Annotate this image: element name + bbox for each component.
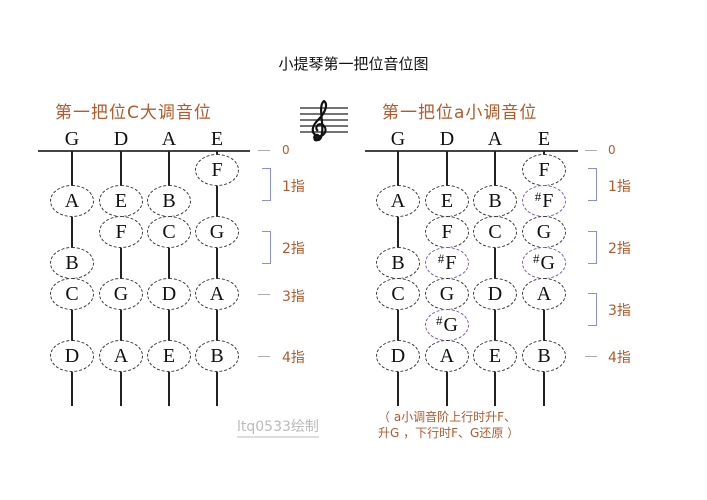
note-a-b: B xyxy=(473,185,517,217)
note-e-open-f: F xyxy=(522,154,566,186)
note-e-b: B xyxy=(195,340,239,372)
note-a-c: C xyxy=(147,216,191,248)
note-g-c: C xyxy=(50,278,94,310)
note-e-open-f: F xyxy=(195,154,239,186)
string-label-e: E xyxy=(537,128,551,150)
note-d-f: F xyxy=(99,216,143,248)
sharp-icon: # xyxy=(436,313,443,328)
note-e-b: B xyxy=(522,340,566,372)
note-a-b: B xyxy=(147,185,191,217)
tick-4 xyxy=(258,356,270,357)
note-d-f-sharp: #F xyxy=(425,247,469,279)
label-finger-2: 2指 xyxy=(282,241,305,257)
label-finger-1: 1指 xyxy=(282,179,305,195)
tick-0 xyxy=(258,150,270,151)
note-e-a: A xyxy=(195,278,239,310)
left-subtitle: 第一把位C大调音位 xyxy=(55,103,212,123)
note-e-g: G xyxy=(195,216,239,248)
right-subtitle: 第一把位a小调音位 xyxy=(382,103,538,123)
label-finger-3: 3指 xyxy=(608,303,631,319)
sharp-icon: # xyxy=(533,251,540,266)
bracket-2 xyxy=(588,231,597,264)
note-letter: G xyxy=(443,313,458,336)
string-label-e: E xyxy=(210,128,224,150)
note-letter: F xyxy=(445,251,457,274)
note-d-g: G xyxy=(99,278,143,310)
page-title: 小提琴第一把位音位图 xyxy=(278,55,429,73)
label-finger-4: 4指 xyxy=(608,350,631,366)
note-e-f-sharp: #F xyxy=(522,185,566,217)
label-finger-3: 3指 xyxy=(282,289,305,305)
note-d-a: A xyxy=(425,340,469,372)
label-finger-4: 4指 xyxy=(282,350,305,366)
sharp-icon: # xyxy=(437,251,445,266)
note-d-e: E xyxy=(425,185,469,217)
note-d-a: A xyxy=(99,340,143,372)
nut-line xyxy=(365,150,578,152)
note-d-e: E xyxy=(99,185,143,217)
string-label-g: G xyxy=(390,128,406,150)
note-e-g-sharp: #G xyxy=(522,247,566,279)
note-letter: G xyxy=(540,251,555,274)
label-finger-2: 2指 xyxy=(608,241,631,257)
label-finger-1: 1指 xyxy=(608,179,631,195)
note-e-a: A xyxy=(522,278,566,310)
string-label-d: D xyxy=(113,128,129,150)
note-g-d: D xyxy=(50,340,94,372)
note-d-g-sharp: #G xyxy=(425,309,469,341)
bracket-1 xyxy=(262,168,271,201)
note-d-f: F xyxy=(425,216,469,248)
caption-line-1: （ a小调音阶上行时升F、 xyxy=(378,410,517,424)
note-a-d: D xyxy=(147,278,191,310)
note-a-e: E xyxy=(473,340,517,372)
label-open: 0 xyxy=(282,143,290,157)
note-g-b: B xyxy=(50,247,94,279)
string-label-g: G xyxy=(64,128,80,150)
note-g-c: C xyxy=(376,278,420,310)
note-g-b: B xyxy=(376,247,420,279)
note-g-a: A xyxy=(376,185,420,217)
tick-3 xyxy=(258,294,270,295)
note-d-g: G xyxy=(425,278,469,310)
label-open: 0 xyxy=(608,143,616,157)
nut-line xyxy=(38,150,250,152)
caption-line-2: 升G ，下行时F、G还原 ） xyxy=(378,426,520,440)
note-g-d: D xyxy=(376,340,420,372)
bracket-3 xyxy=(588,293,597,326)
watermark: ltq0533绘制 xyxy=(237,416,319,438)
note-a-c: C xyxy=(473,216,517,248)
sharp-icon: # xyxy=(534,189,542,204)
note-a-e: E xyxy=(147,340,191,372)
string-label-a: A xyxy=(487,128,503,150)
string-label-d: D xyxy=(439,128,455,150)
tick-0 xyxy=(585,150,597,151)
treble-clef-icon xyxy=(298,99,350,142)
note-letter: F xyxy=(542,189,554,212)
bracket-1 xyxy=(588,168,597,201)
note-e-g: G xyxy=(522,216,566,248)
bracket-2 xyxy=(262,231,271,264)
tick-4 xyxy=(585,356,597,357)
note-a-d: D xyxy=(473,278,517,310)
note-g-a: A xyxy=(50,185,94,217)
string-label-a: A xyxy=(161,128,177,150)
